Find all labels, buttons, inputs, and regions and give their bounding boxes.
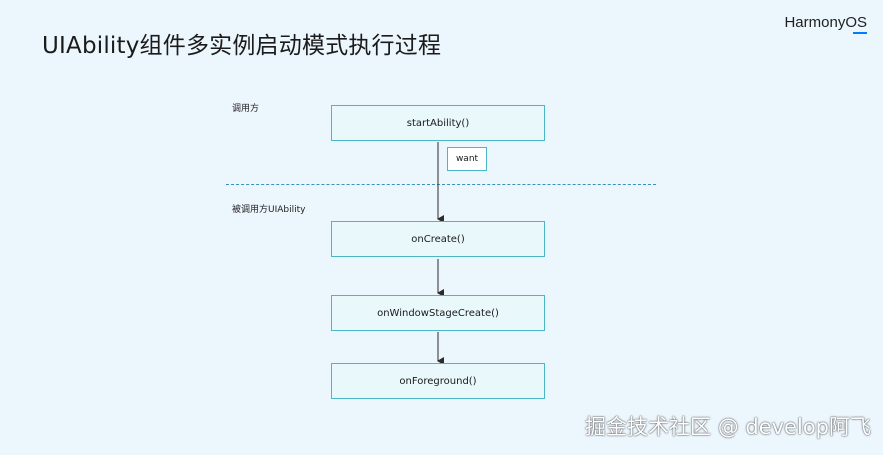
harmonyos-logo: HarmonyOS [784, 14, 867, 31]
logo-accent-mark [853, 32, 867, 34]
step-start-ability: startAbility() [331, 105, 545, 141]
step-on-foreground: onForeground() [331, 363, 545, 399]
step-on-window-stage-create: onWindowStageCreate() [331, 295, 545, 331]
want-parameter: want [447, 147, 487, 171]
step-on-create: onCreate() [331, 221, 545, 257]
watermark: 掘金技术社区 @ develop阿飞 [585, 415, 871, 439]
slide-title: UIAbility组件多实例启动模式执行过程 [42, 33, 442, 59]
lane-label-caller: 调用方 [232, 104, 260, 114]
lane-label-callee: 被调用方UIAbility [232, 205, 306, 215]
lane-divider [226, 184, 656, 185]
